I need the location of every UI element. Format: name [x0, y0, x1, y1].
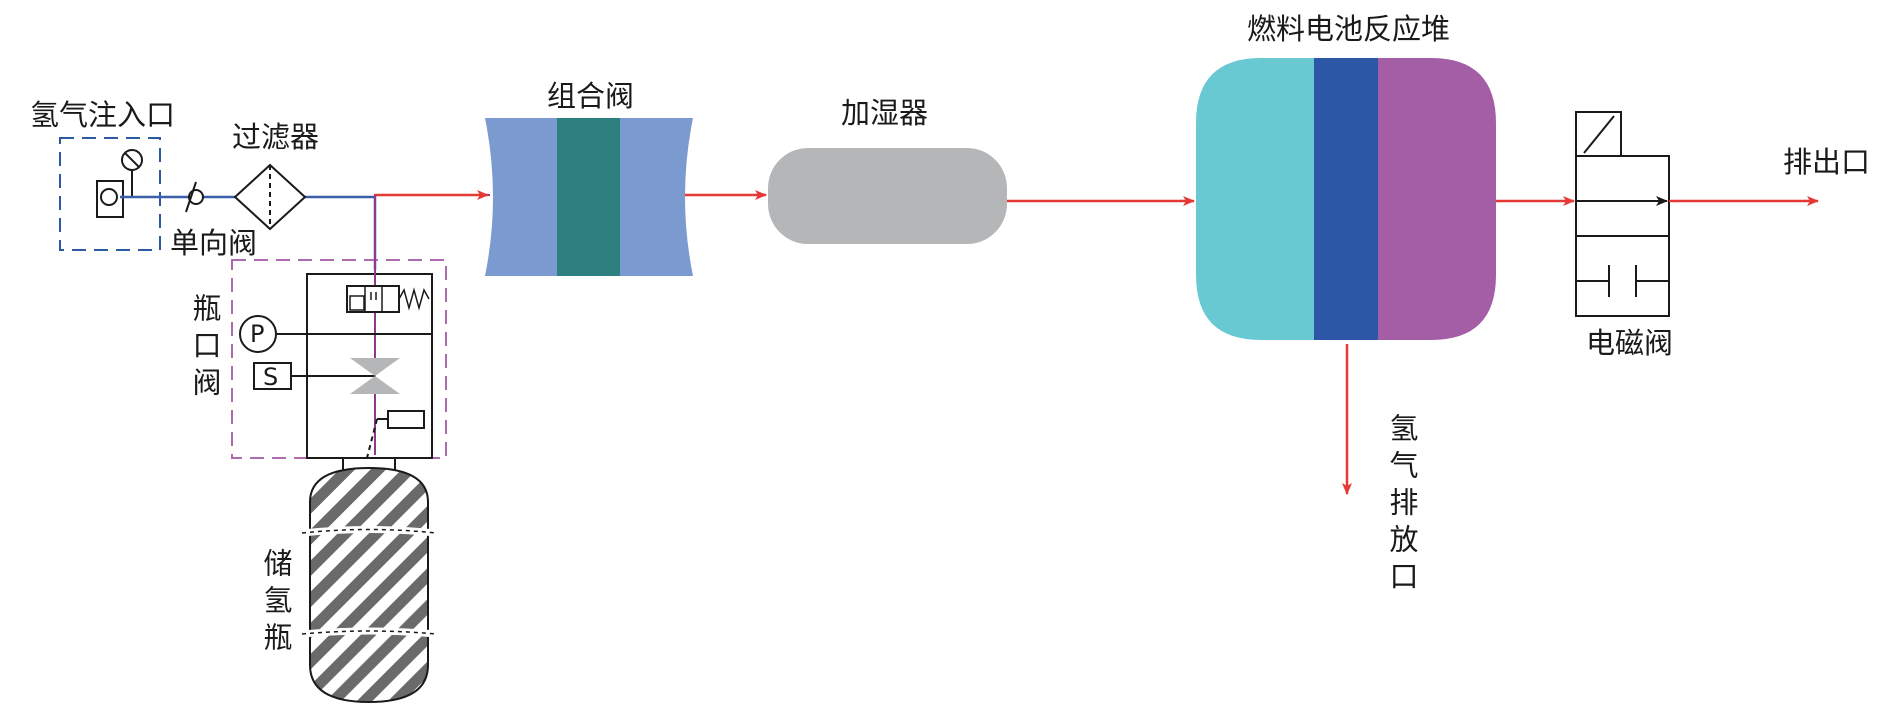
- humidifier-label: 加湿器: [841, 96, 928, 130]
- stack-cathode: [1378, 58, 1496, 340]
- combo-valve: 组合阀: [485, 79, 693, 276]
- inlet-coupling: [96, 180, 124, 218]
- combo-valve-core: [557, 118, 620, 276]
- solenoid-valve-label: 电磁阀: [1586, 326, 1673, 360]
- combo-valve-label: 组合阀: [547, 79, 634, 113]
- exhaust-label: 排出口: [1783, 145, 1870, 179]
- needle-valve-icon: [350, 358, 400, 394]
- h2-inlet-box: [59, 137, 161, 251]
- stack-membrane: [1314, 58, 1380, 340]
- bottle-valve-group: P S 瓶口阀: [188, 194, 490, 459]
- h2-inlet-group: 氢气注入口: [30, 98, 175, 251]
- stack-anode: [1196, 58, 1316, 340]
- spring-icon: [398, 287, 430, 311]
- sensor-box: [253, 362, 292, 390]
- h2-bottle-body: [309, 466, 429, 704]
- fuel-cell-stack: 燃料电池反应堆: [1196, 12, 1496, 340]
- filter-label: 过滤器: [232, 120, 319, 154]
- bottle-valve-label: 瓶口阀: [188, 293, 222, 404]
- h2-bottle-group: 储氢瓶: [259, 457, 437, 704]
- solenoid-valve-lower: [1575, 235, 1670, 317]
- filter-icon: [233, 163, 307, 231]
- solenoid-icon: [346, 285, 400, 313]
- check-valve-label: 单向阀: [170, 226, 257, 260]
- h2-inlet-label: 氢气注入口: [30, 98, 175, 132]
- inlet-coupling-ball: [100, 188, 118, 206]
- humidifier: [768, 148, 1007, 244]
- sensor-symbol: S: [263, 363, 278, 391]
- solenoid-valve-upper: [1575, 155, 1670, 237]
- h2-vent-label: 氢气排放口: [1385, 413, 1419, 598]
- pressure-gauge-icon: [239, 315, 277, 353]
- pressure-symbol: P: [250, 320, 264, 348]
- solenoid-valve-icon: 电磁阀: [1575, 111, 1673, 360]
- h2-bottle-label: 储氢瓶: [259, 548, 293, 659]
- check-valve-icon: [185, 181, 204, 213]
- stack-label: 燃料电池反应堆: [1247, 12, 1450, 46]
- relief-valve-icon: [366, 410, 425, 459]
